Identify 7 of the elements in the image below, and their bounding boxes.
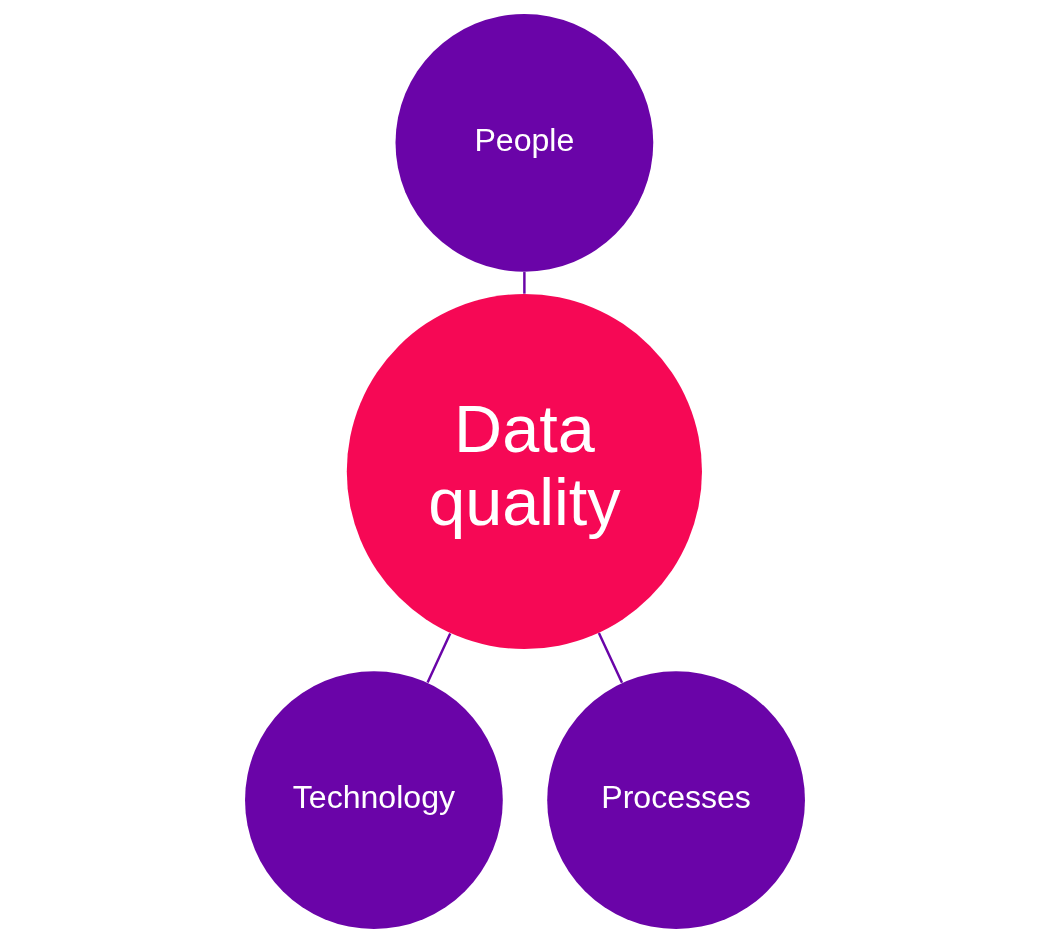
connector — [522, 271, 526, 294]
node-circle: Data quality — [346, 293, 702, 649]
connector — [426, 632, 451, 683]
node-circle: Technology — [244, 670, 503, 929]
connector — [597, 631, 623, 683]
node-circle: Processes — [546, 670, 805, 929]
node-circle: People — [395, 13, 653, 272]
